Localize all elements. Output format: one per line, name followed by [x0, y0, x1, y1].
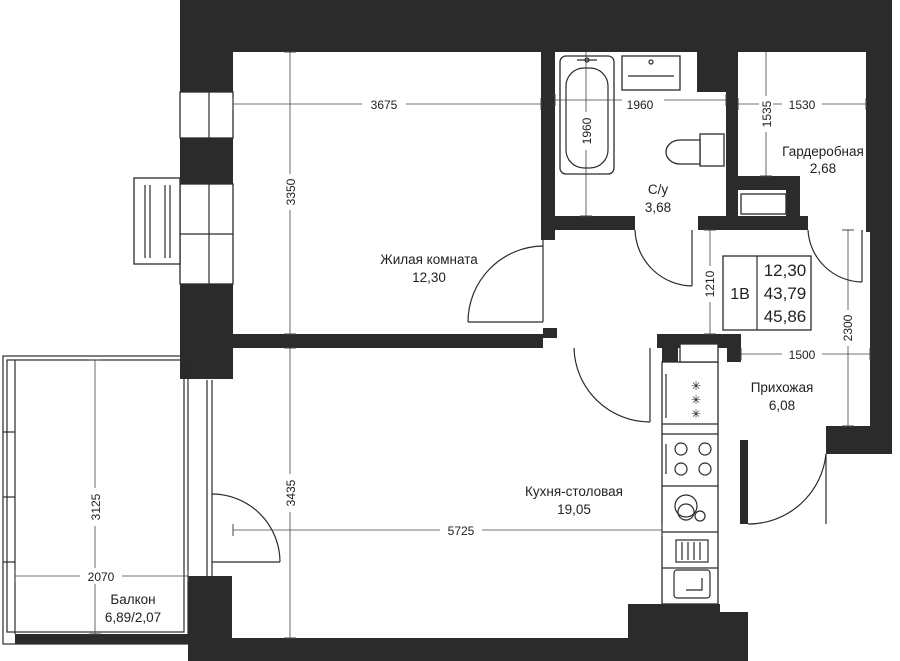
dim-balcony-depth: 3125 [89, 493, 103, 520]
dim-corridor-depth: 1210 [703, 270, 717, 297]
dim-hall-width: 1500 [789, 348, 816, 362]
summary-total-with-balcony: 45,86 [764, 307, 807, 326]
area-summary: 1В 12,30 43,79 45,86 [722, 255, 812, 331]
sink-icon [621, 55, 681, 91]
svg-text:✳: ✳ [691, 407, 701, 421]
dim-kitchen-depth: 3435 [284, 479, 298, 506]
dim-bath-width: 1960 [627, 98, 654, 112]
hall-area: 6,08 [769, 398, 795, 413]
kitchen-area: 19,05 [557, 502, 591, 517]
wardrobe-area: 2,68 [810, 161, 836, 176]
balcony-frame [2, 355, 213, 645]
kitchen-counter [661, 361, 719, 605]
doors [211, 229, 863, 563]
walls [15, 0, 892, 661]
kitchen-name: Кухня-столовая [525, 484, 623, 499]
dim-balcony-width: 2070 [88, 570, 115, 584]
fridge-icon: ✳ ✳ ✳ [665, 343, 719, 421]
summary-total-area: 43,79 [764, 284, 807, 303]
dim-living-depth: 3350 [284, 178, 298, 205]
living-room-name: Жилая комната [380, 252, 478, 267]
summary-living-area: 12,30 [764, 261, 807, 280]
balcony-name: Балкон [110, 592, 155, 607]
dim-hall-depth: 2300 [841, 314, 855, 341]
dim-wardrobe-width: 1530 [789, 98, 816, 112]
apartment-type-code: 1В [730, 286, 750, 303]
toilet-icon [665, 133, 725, 167]
dim-wardrobe-depth: 1535 [760, 100, 774, 127]
wardrobe-name: Гардеробная [782, 144, 864, 159]
living-windows [133, 91, 234, 285]
dim-living-width: 3675 [371, 98, 398, 112]
stove-icon [665, 442, 712, 476]
dim-kitchen-width: 5725 [448, 524, 475, 538]
svg-text:✳: ✳ [691, 393, 701, 407]
washer-icon [673, 569, 711, 599]
wardrobe-shelf [740, 193, 787, 215]
balcony-area: 6,89/2,07 [105, 610, 161, 625]
dishwasher-icon [674, 494, 706, 522]
hall-name: Прихожая [751, 380, 814, 395]
kitchen-sink-icon [675, 539, 709, 563]
bathroom-name: С/у [648, 182, 669, 197]
svg-text:✳: ✳ [691, 379, 701, 393]
dim-bath-depth: 1960 [580, 117, 594, 144]
living-room-area: 12,30 [412, 270, 446, 285]
bathroom-area: 3,68 [645, 200, 671, 215]
